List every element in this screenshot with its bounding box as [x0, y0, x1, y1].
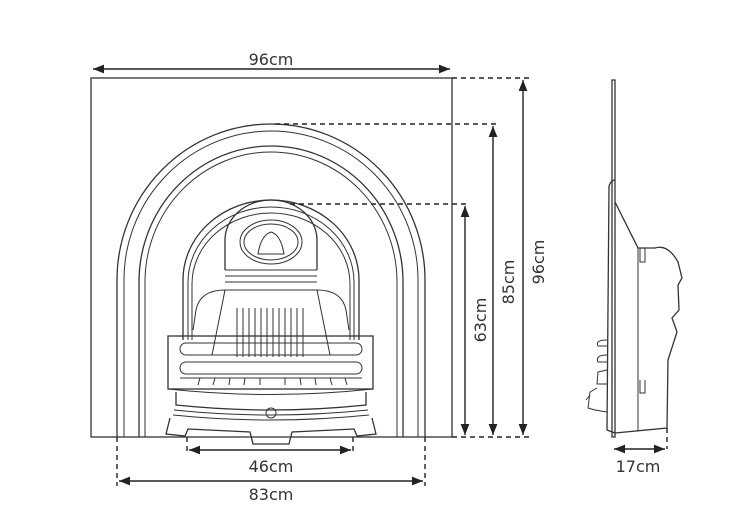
side-front-lip	[606, 179, 616, 434]
top-width-label: 96cm	[249, 50, 294, 69]
arch-width-label: 83cm	[249, 485, 294, 504]
front-view: 96cm 63cm 85cm 96cm 46cm 83cm	[90, 50, 548, 504]
opening-width-label: 46cm	[249, 457, 294, 476]
side-body	[614, 201, 683, 434]
fire-base	[165, 392, 377, 445]
outer-arch	[116, 123, 426, 437]
fire-opening	[182, 199, 360, 357]
extension-lines	[116, 77, 530, 486]
side-grate-bars	[585, 339, 608, 413]
total-height-label: 96cm	[529, 240, 548, 285]
side-view: 17cm	[585, 79, 683, 476]
fire-grate	[167, 335, 374, 395]
shell-ornament-icon	[257, 231, 285, 255]
back-plate	[90, 77, 453, 438]
depth-label: 17cm	[616, 457, 661, 476]
fireback-crest	[224, 199, 318, 270]
arch-height-label: 85cm	[499, 260, 518, 305]
fireback-ribs	[236, 308, 304, 357]
side-plate	[611, 79, 616, 438]
inner-height-label: 63cm	[471, 298, 490, 343]
